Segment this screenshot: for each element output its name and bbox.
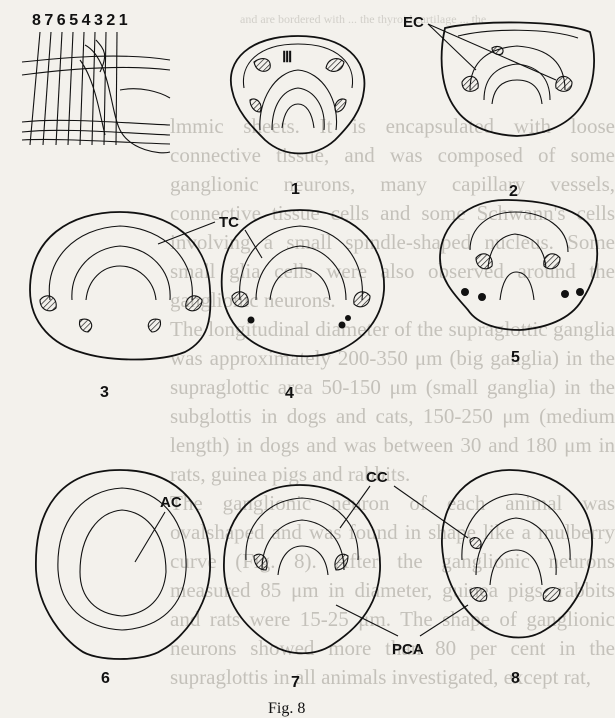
section-1-drawing: Ⅲ 1: [231, 36, 365, 198]
label-tc: TC: [219, 214, 239, 231]
label-ec: EC: [403, 14, 424, 31]
section-number-4: 4: [285, 385, 294, 402]
section-2-drawing: EC 2: [403, 14, 594, 200]
label-cc: CC: [366, 469, 388, 486]
section-number-7: 7: [291, 674, 300, 691]
section-marker-label: Ⅲ: [282, 49, 292, 66]
level-scale-digits: 87654321: [32, 12, 131, 29]
label-ac: AC: [160, 494, 182, 511]
section-number-3: 3: [100, 384, 109, 401]
section-7-drawing: CC PCA 7: [224, 469, 468, 691]
section-8-drawing: 8: [442, 470, 592, 687]
label-pca: PCA: [392, 641, 424, 658]
section-number-2: 2: [509, 183, 518, 200]
section-3-drawing: 3: [30, 212, 210, 401]
figure-caption: Fig. 8: [268, 700, 305, 718]
section-6-drawing: AC 6: [36, 470, 210, 687]
section-number-1: 1: [291, 181, 300, 198]
level-schematic: 87654321: [22, 12, 170, 153]
section-5-drawing: 5: [440, 200, 597, 366]
section-number-6: 6: [101, 670, 110, 687]
section-number-8: 8: [511, 670, 520, 687]
section-number-5: 5: [511, 349, 520, 366]
